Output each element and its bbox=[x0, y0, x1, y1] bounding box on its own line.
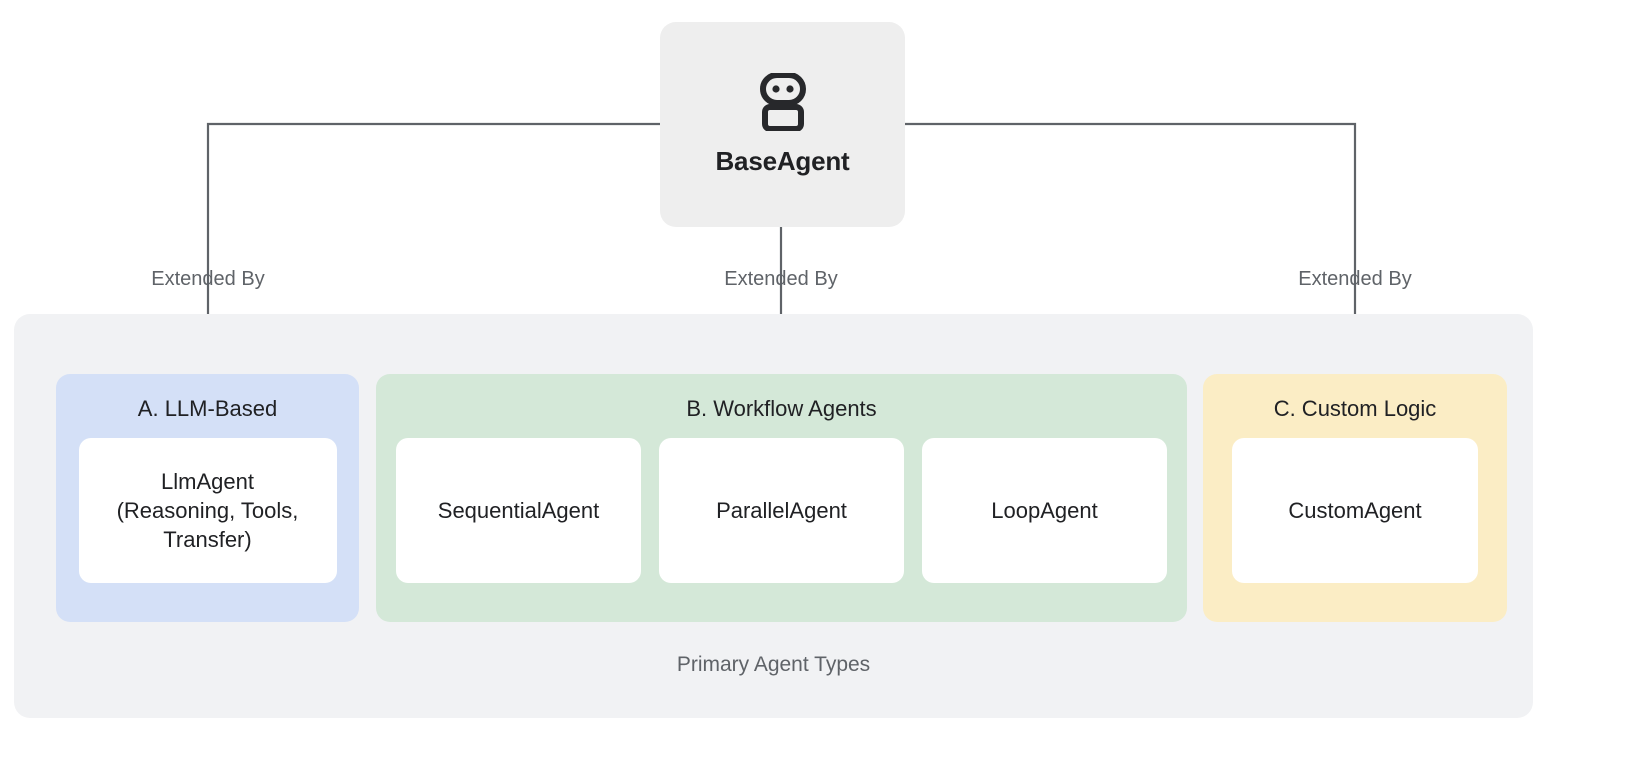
group-custom-logic-title: C. Custom Logic bbox=[1273, 396, 1437, 421]
group-custom-logic[interactable]: C. Custom Logic CustomAgent bbox=[1203, 374, 1507, 622]
group-workflow-agents-title: B. Workflow Agents bbox=[686, 396, 877, 421]
group-workflow-agents-body: SequentialAgent ParallelAgent LoopAgent bbox=[375, 438, 1188, 583]
node-sequential-agent[interactable]: SequentialAgent bbox=[396, 438, 641, 583]
group-llm-based-body: LlmAgent(Reasoning, Tools,Transfer) bbox=[58, 438, 358, 583]
node-base-agent-label: BaseAgent bbox=[715, 145, 850, 176]
edge-label-right: Extended By bbox=[1298, 268, 1412, 290]
edge-label-center: Extended By bbox=[724, 268, 838, 290]
node-parallel-agent[interactable]: ParallelAgent bbox=[659, 438, 904, 583]
group-llm-based[interactable]: A. LLM-Based LlmAgent(Reasoning, Tools,T… bbox=[56, 374, 359, 622]
panel-caption: Primary Agent Types bbox=[676, 653, 871, 676]
node-loop-agent[interactable]: LoopAgent bbox=[922, 438, 1167, 583]
node-base-agent[interactable]: BaseAgent bbox=[660, 22, 905, 227]
node-llm-agent[interactable]: LlmAgent(Reasoning, Tools,Transfer) bbox=[78, 438, 337, 583]
edge-label-left: Extended By bbox=[151, 268, 265, 290]
group-workflow-agents[interactable]: B. Workflow Agents SequentialAgent Paral… bbox=[376, 374, 1187, 622]
node-custom-agent[interactable]: CustomAgent bbox=[1232, 438, 1478, 583]
robot-icon bbox=[755, 71, 811, 136]
group-custom-logic-body: CustomAgent bbox=[1211, 438, 1499, 583]
group-llm-based-title: A. LLM-Based bbox=[137, 396, 278, 421]
